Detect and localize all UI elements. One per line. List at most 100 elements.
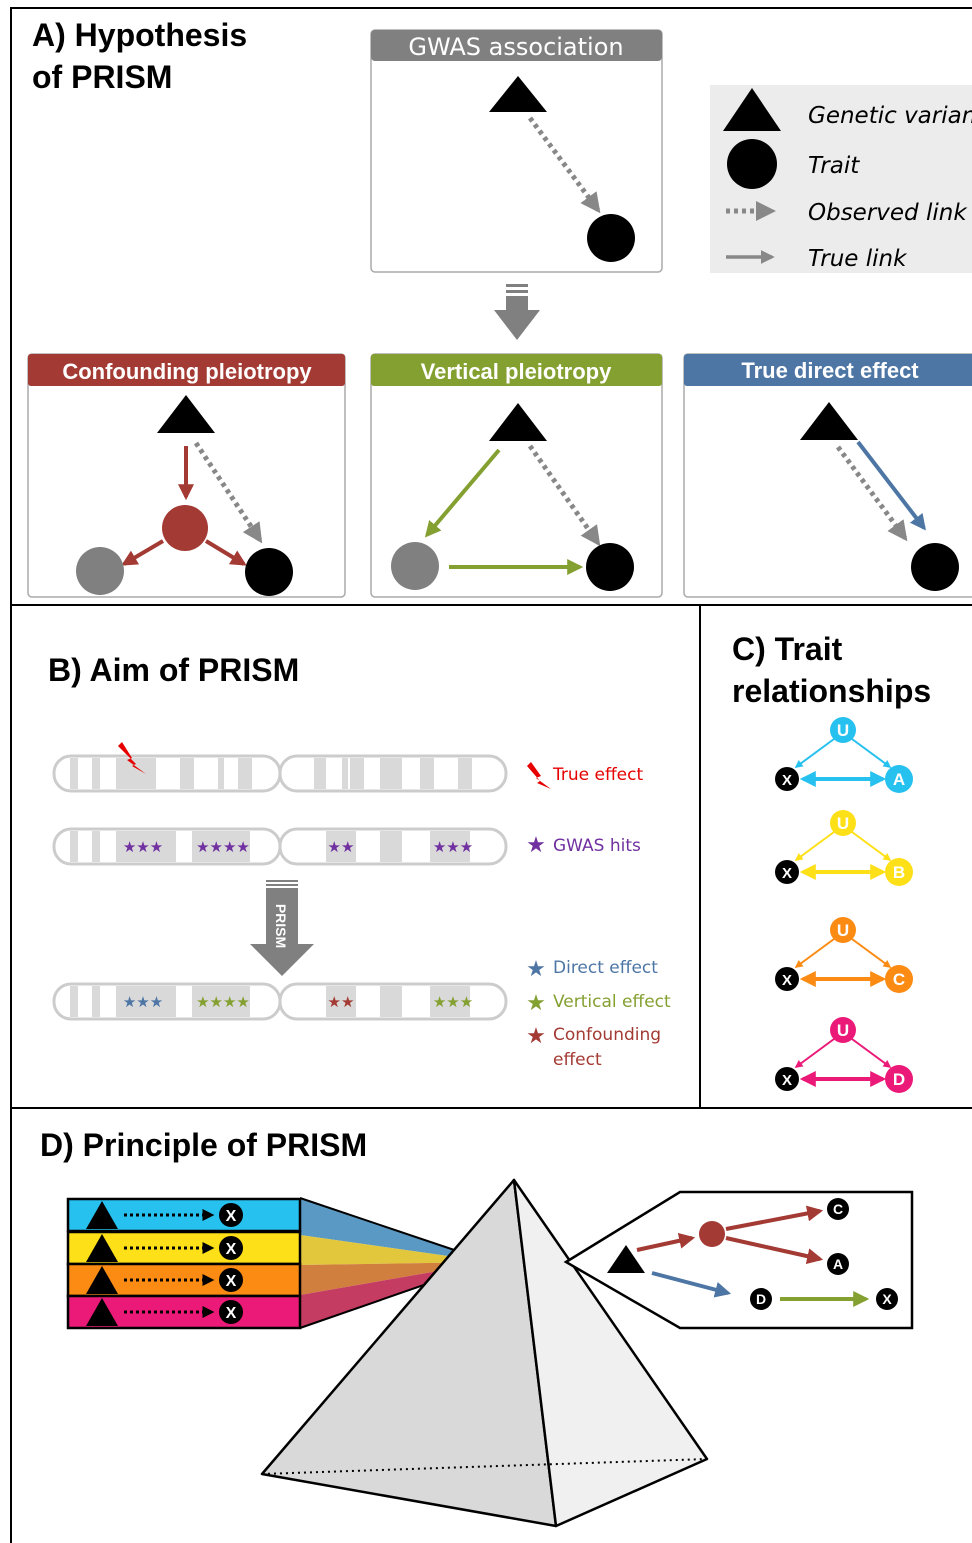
legend-b: True effect ★ GWAS hits ★ Direct effect … xyxy=(526,762,671,1070)
legend-true-label: True link xyxy=(808,246,908,272)
output-node-x: X xyxy=(882,1291,892,1307)
variant-triangle-icon xyxy=(86,1201,118,1229)
star-icon: ★ xyxy=(526,1024,546,1049)
node-x xyxy=(219,1268,243,1292)
node-b-label: B xyxy=(893,863,905,882)
prism-pyramid-icon xyxy=(260,1178,709,1528)
gwas-stars-4: ★★★ xyxy=(433,838,473,856)
variant-triangle-icon xyxy=(607,1245,645,1273)
observed-link-arrow xyxy=(527,116,601,214)
legend-trait-icon xyxy=(727,139,777,189)
down-arrow-a xyxy=(494,284,540,340)
legend-true-effect: True effect xyxy=(552,765,643,785)
input-band-1: X xyxy=(66,1197,302,1233)
variant-triangle-icon xyxy=(489,76,547,112)
trait-graph-b: U X B xyxy=(775,810,913,886)
node-x-label: X xyxy=(782,865,792,882)
direct-stars: ★★★ xyxy=(123,993,163,1011)
gwas-stars-1: ★★★ xyxy=(123,838,163,856)
trait-circle-icon xyxy=(586,543,634,591)
legend-gwas-hits: GWAS hits xyxy=(553,836,641,856)
confounding-stars: ★★ xyxy=(328,993,355,1011)
node-c-label: C xyxy=(893,970,905,989)
node-x xyxy=(775,860,799,884)
chromosome-row-2: ★★★ ★★★★ ★★ ★★★ xyxy=(52,827,508,866)
vertical-box-title: Vertical pleiotropy xyxy=(421,359,612,384)
vertical-stars-2: ★★★ xyxy=(433,993,473,1011)
node-x-label: X xyxy=(226,1305,237,1322)
output-graph-box: C A D X xyxy=(563,1190,914,1330)
chromosome-row-1 xyxy=(52,742,508,793)
node-a-label: A xyxy=(893,770,905,789)
node-x-label: X xyxy=(782,972,792,989)
legend-direct-effect: Direct effect xyxy=(553,958,658,978)
panel-b-title: B) Aim of PRISM xyxy=(48,652,299,688)
output-node-a: A xyxy=(833,1256,843,1272)
node-x xyxy=(775,967,799,991)
direct-box: True direct effect xyxy=(683,353,972,598)
node-x xyxy=(219,1203,243,1227)
node-u-label: U xyxy=(837,721,849,740)
confounding-box: Confounding pleiotropy xyxy=(27,353,346,598)
node-x xyxy=(219,1300,243,1324)
variant-triangle-icon xyxy=(86,1234,118,1262)
panel-d-title: D) Principle of PRISM xyxy=(40,1127,367,1163)
panel-c-title-line2: relationships xyxy=(732,673,931,709)
legend-confounding-line2: effect xyxy=(553,1050,602,1070)
lightning-icon xyxy=(527,762,551,789)
node-x xyxy=(775,767,799,791)
input-band-3: X xyxy=(66,1262,302,1298)
lightning-icon xyxy=(118,742,146,774)
legend-confounding-line1: Confounding xyxy=(553,1025,661,1045)
gwas-stars-2: ★★★★ xyxy=(196,838,250,856)
node-x-label: X xyxy=(226,1273,237,1290)
legend-a: Genetic variant Trait Observed link True… xyxy=(710,85,972,273)
legend-trait-label: Trait xyxy=(808,153,860,179)
node-u-label: U xyxy=(837,814,849,833)
node-x xyxy=(775,1067,799,1091)
panel-a: A) Hypothesis of PRISM GWAS association … xyxy=(27,17,972,598)
star-icon: ★ xyxy=(526,957,546,982)
panel-b: B) Aim of PRISM xyxy=(48,652,671,1070)
legend-variant-label: Genetic variant xyxy=(808,103,972,129)
trait-circle-icon xyxy=(911,543,959,591)
panel-a-title-line2: of PRISM xyxy=(32,59,172,95)
node-u xyxy=(830,917,856,943)
node-d xyxy=(885,1065,913,1093)
prism-arrow: PRISM xyxy=(250,880,314,976)
trait-circle-icon xyxy=(587,214,635,262)
star-icon: ★ xyxy=(526,991,546,1016)
node-c xyxy=(885,965,913,993)
trait-gray-circle-icon xyxy=(391,542,439,590)
direct-box-title: True direct effect xyxy=(741,358,919,383)
confounding-box-title: Confounding pleiotropy xyxy=(62,359,312,384)
node-u xyxy=(830,810,856,836)
variant-triangle-icon xyxy=(86,1298,118,1326)
panel-borders xyxy=(10,7,972,1543)
node-x-label: X xyxy=(226,1208,237,1225)
prism-arrow-label: PRISM xyxy=(273,904,289,948)
node-x-label: X xyxy=(226,1241,237,1258)
node-x-label: X xyxy=(782,1072,792,1089)
gwas-stars-3: ★★ xyxy=(328,838,355,856)
variant-triangle-icon xyxy=(157,395,215,433)
confounder-circle-icon xyxy=(162,505,208,551)
trait-circle-icon xyxy=(245,548,293,596)
chromosome-row-3: ★★★ ★★★★ ★★ ★★★ xyxy=(52,982,508,1021)
node-d-label: D xyxy=(893,1070,905,1089)
panel-c-title-line1: C) Trait xyxy=(732,631,843,667)
output-node-c: C xyxy=(833,1201,843,1217)
gwas-association-box: GWAS association xyxy=(370,29,663,273)
confounder-circle-icon xyxy=(699,1221,725,1247)
variant-triangle-icon xyxy=(489,403,547,441)
node-a xyxy=(885,765,913,793)
vertical-stars: ★★★★ xyxy=(196,993,250,1011)
node-u-label: U xyxy=(837,1021,849,1040)
variant-triangle-icon xyxy=(86,1266,118,1294)
